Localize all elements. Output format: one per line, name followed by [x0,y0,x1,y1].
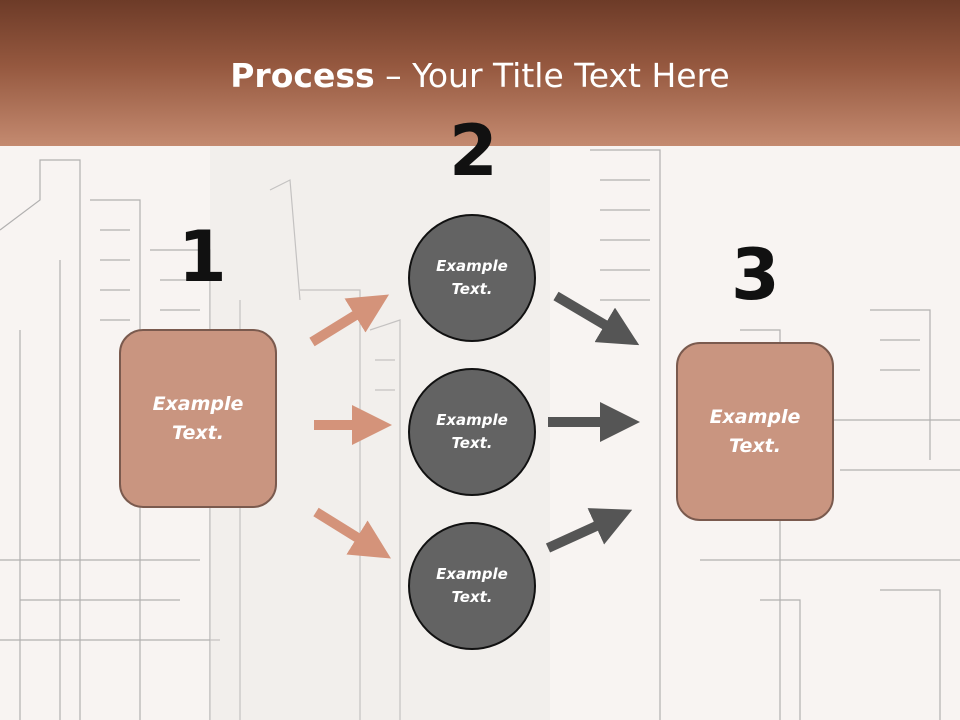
arrow-left-top [309,294,390,347]
step-1-box: Example Text. [119,329,277,508]
step-3-box: Example Text. [676,342,834,521]
step-number-2: 2 [449,110,498,192]
circle-bottom: Example Text. [408,522,536,650]
circle-top: Example Text. [408,214,536,342]
step-number-1: 1 [178,216,227,298]
title-bar [0,0,960,146]
title-rest: – Your Title Text Here [374,56,730,95]
step-number-3: 3 [731,234,780,316]
arrow-left-bottom [313,507,391,559]
circle-middle: Example Text. [408,368,536,496]
title-bold: Process [230,56,375,95]
slide-title: Process – Your Title Text Here [0,56,960,95]
arrow-right-bottom [545,508,633,553]
arrow-right-top [553,291,640,346]
